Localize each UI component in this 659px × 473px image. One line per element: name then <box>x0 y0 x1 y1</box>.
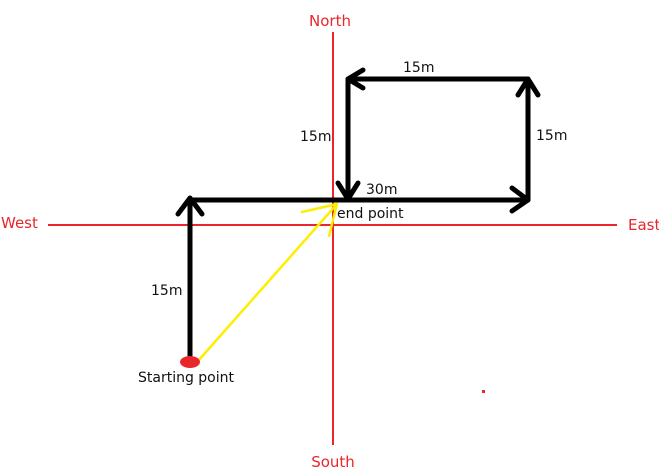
segment-label-bottom-east: 30m <box>366 182 397 198</box>
end-point-label: end point <box>337 206 404 222</box>
segment-label-left-north: 15m <box>300 129 331 145</box>
segment-label-first-north: 15m <box>151 283 182 299</box>
arrow-south-icon <box>335 180 361 202</box>
arrow-north-icon <box>175 195 205 217</box>
south-label: South <box>311 453 355 471</box>
east-label: East <box>628 216 659 234</box>
walked-path <box>175 67 541 363</box>
path-line <box>187 76 531 363</box>
north-label: North <box>309 12 351 30</box>
west-label: West <box>1 214 38 232</box>
displacement-arrowhead-icon <box>300 202 339 238</box>
start-point-marker <box>180 356 200 368</box>
arrow-north-icon <box>515 76 541 98</box>
arrow-west-icon <box>345 67 366 91</box>
stray-dot <box>482 390 485 393</box>
segment-label-right-south: 15m <box>536 128 567 144</box>
displacement-line <box>196 202 339 363</box>
displacement-arrow <box>196 202 339 363</box>
segment-label-top-west: 15m <box>403 60 434 76</box>
arrow-east-icon <box>509 185 531 214</box>
starting-point-label: Starting point <box>138 370 235 386</box>
